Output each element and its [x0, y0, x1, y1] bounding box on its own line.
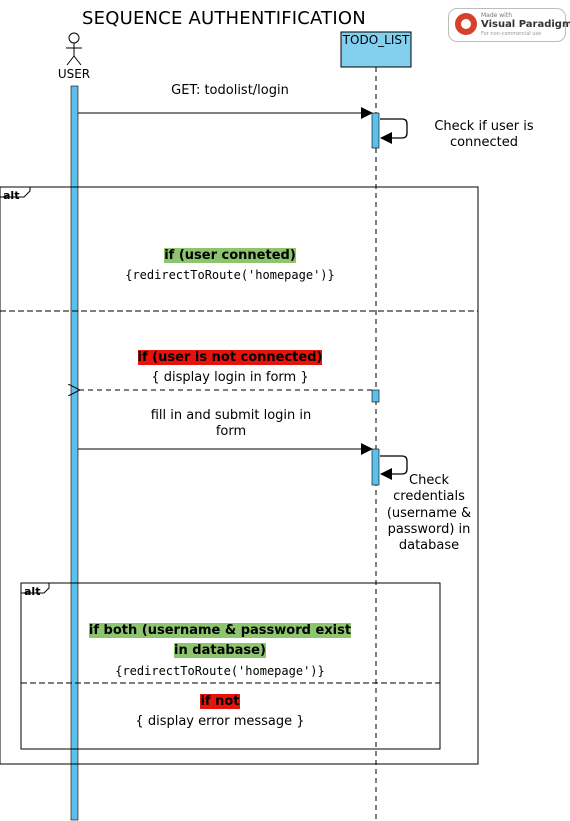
alt-inner-case2-condition: if not: [200, 694, 240, 709]
check-credentials-note: Check credentials (username & password) …: [386, 473, 472, 553]
user-activation-bar: [70, 85, 79, 821]
alt-outer-case1-action: {redirectToRoute('homepage')}: [125, 268, 335, 283]
todo-list-participant-box: [340, 31, 412, 68]
alt-inner-case1: if both (username & password exist in da…: [85, 619, 355, 680]
badge-line-2: Visual Paradigm: [481, 19, 570, 30]
badge-line-3: For non-commercial use: [481, 31, 542, 37]
alt-inner-case1-action: {redirectToRoute('homepage')}: [115, 663, 325, 678]
alt-outer-case1-condition: if (user conneted): [164, 248, 296, 263]
visual-paradigm-logo-icon: [455, 13, 477, 35]
display-login-label: { display login in form }: [151, 370, 309, 386]
todo-activation-3: [371, 448, 380, 486]
alt-inner-case1-condition: if both (username & password exist in da…: [88, 623, 352, 659]
self-call-check-connected-arrow: [380, 118, 408, 144]
diagram-title: SEQUENCE AUTHENTIFICATION: [82, 8, 366, 29]
alt-inner-label: alt: [24, 585, 41, 598]
check-connected-note: Check if user is connected: [434, 119, 534, 151]
actor-user-figure: [66, 32, 82, 66]
todo-activation-2: [371, 389, 380, 403]
alt-outer-tab: [0, 187, 31, 198]
alt-inner-case2-action: { display error message }: [135, 714, 305, 730]
actor-user-label: USER: [57, 67, 91, 81]
alt-outer-case2-condition: if (user is not connected): [137, 350, 323, 365]
alt-outer-label: alt: [3, 189, 20, 202]
alt-inner-case2: if not { display error message }: [80, 690, 360, 731]
visual-paradigm-badge: Made with Visual Paradigm For non-commer…: [448, 8, 570, 42]
alt-outer-case2: if (user is not connected) { display log…: [80, 346, 380, 387]
todo-list-label: TODO_LIST: [342, 33, 410, 47]
alt-outer-frame: [0, 186, 479, 765]
todo-activation-1: [371, 112, 380, 149]
alt-inner-tab: [20, 583, 50, 594]
badge-line-1: Made with: [481, 12, 512, 19]
alt-outer-case1: if (user conneted) {redirectToRoute('hom…: [80, 244, 380, 284]
message-get-login-label: GET: todolist/login: [171, 83, 289, 98]
message-submit-login-label: fill in and submit login in form: [150, 408, 312, 440]
alt-inner-frame: [20, 582, 441, 750]
self-call-check-credentials-arrow: [380, 455, 408, 480]
